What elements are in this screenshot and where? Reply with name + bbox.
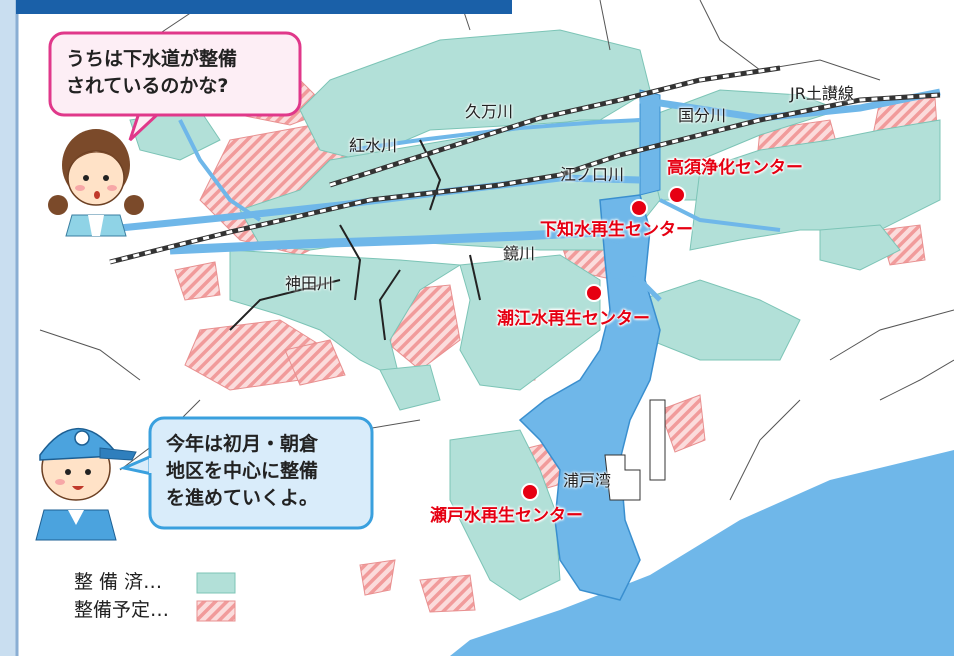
legend-planned-label: 整備予定… xyxy=(74,599,170,621)
girl-speech-line-2: されているのかな? xyxy=(66,75,229,97)
boy-character xyxy=(35,427,137,541)
jr-railway xyxy=(109,65,941,265)
shimochi-plant-marker xyxy=(630,199,648,217)
river-label-kosuigawa: 紅水川 xyxy=(349,136,398,155)
river-label-enokuchigawa: 江ノ口川 xyxy=(560,165,625,184)
boy-speech-line-1: 今年は初月・朝倉 xyxy=(166,433,319,455)
bay-structures xyxy=(604,399,666,501)
boy-speech-line-3: を進めていくよ。 xyxy=(166,487,319,509)
takasu-plant-marker xyxy=(668,186,686,204)
river-label-kagamigawa: 鏡川 xyxy=(503,244,536,263)
railway-label-jr: JR土讃線 xyxy=(790,84,854,103)
river-label-kokubugawa: 国分川 xyxy=(678,106,727,125)
legend-planned-swatch xyxy=(196,600,236,622)
plant-markers xyxy=(521,186,686,501)
boy-speech-bubble xyxy=(119,416,374,530)
plant-label-shioe: 潮江水再生センター xyxy=(497,309,650,329)
legend-developed-label: 整 備 済… xyxy=(74,571,163,593)
seto-plant-marker xyxy=(521,483,539,501)
shioe-plant-marker xyxy=(585,284,603,302)
pacific-sea xyxy=(450,450,954,656)
bay-and-rivers xyxy=(99,88,941,601)
plant-label-takasu: 高須浄化センター xyxy=(667,158,803,178)
river-label-kumagawa: 久万川 xyxy=(465,102,514,121)
title-bar xyxy=(16,0,512,14)
river-label-kandagawa: 神田川 xyxy=(285,274,334,293)
girl-speech-text: うちは下水道が整備 されているのかな? xyxy=(66,46,237,100)
girl-speech-line-1: うちは下水道が整備 xyxy=(66,48,238,70)
plant-label-seto: 瀬戸水再生センター xyxy=(430,506,583,526)
plant-label-shimochi: 下知水再生センター xyxy=(540,220,693,240)
girl-character xyxy=(48,129,144,237)
developed-areas xyxy=(129,29,941,601)
girl-speech-bubble xyxy=(48,31,302,142)
bay-label-urado: 浦戸湾 xyxy=(563,471,612,490)
boy-speech-text: 今年は初月・朝倉 地区を中心に整備 を進めていくよ。 xyxy=(166,431,318,512)
boy-speech-line-2: 地区を中心に整備 xyxy=(166,460,319,482)
legend-developed-swatch xyxy=(196,572,236,594)
